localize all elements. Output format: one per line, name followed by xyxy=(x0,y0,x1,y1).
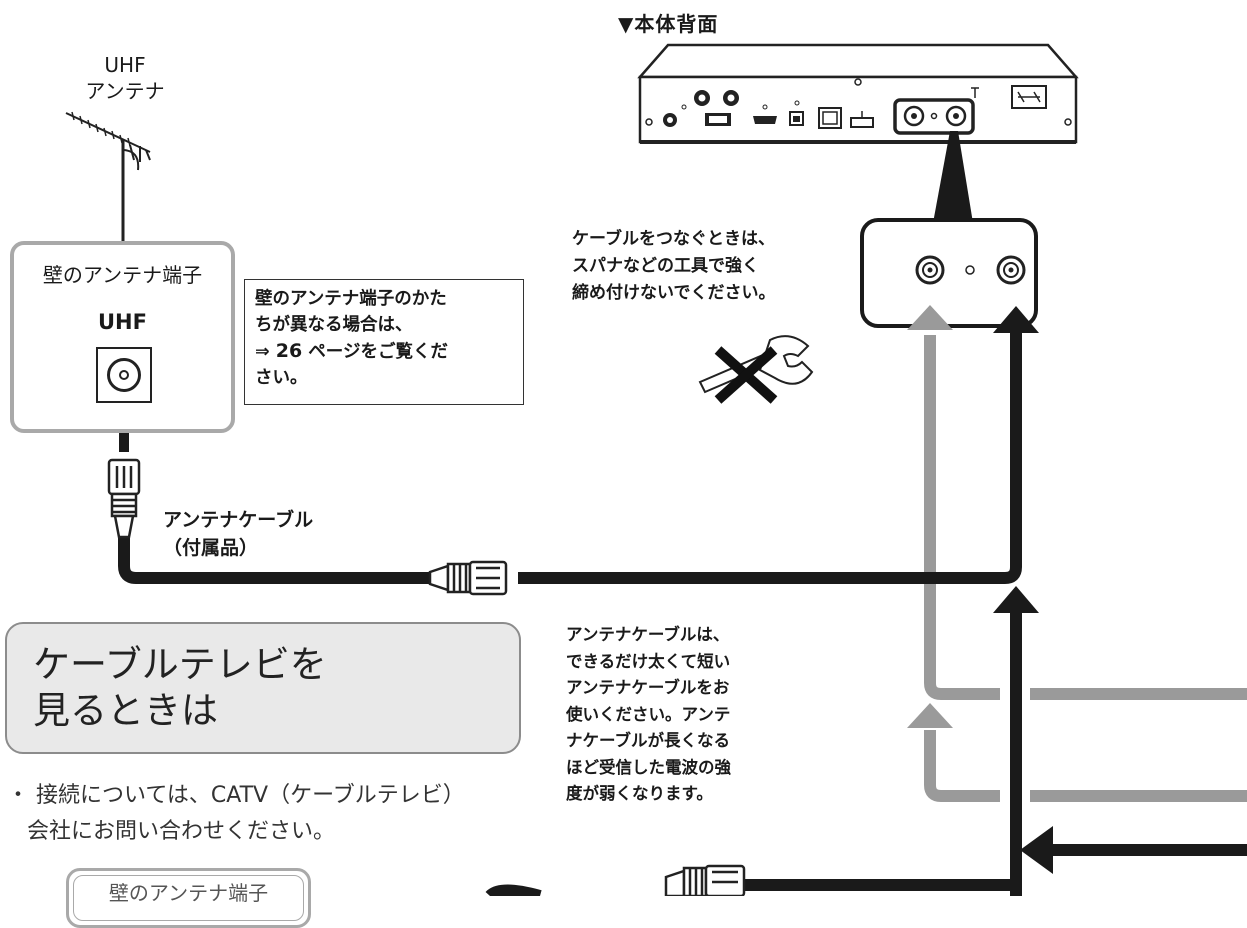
note-ref-text: ページをご覧くだ xyxy=(302,342,448,362)
gray-cable xyxy=(924,335,1247,802)
dark-arrow-up xyxy=(993,586,1039,613)
antenna-cable-label: アンテナケーブル （付属品） xyxy=(163,506,313,562)
catv-bullet: ・ 接続については、CATV（ケーブルテレビ） 会社にお問い合わせください。 xyxy=(7,778,465,850)
antenna-label-line1: UHF xyxy=(104,53,146,77)
warning-line: スパナなどの工具で強く xyxy=(572,256,759,276)
cable-note-line: アンテナケーブルは、 xyxy=(566,625,730,644)
coax-socket-icon xyxy=(96,347,152,403)
note-line-ref: ⇒ 26 ページをご覧くだ xyxy=(255,338,513,365)
wall-terminal-type: UHF xyxy=(98,310,147,334)
dark-arrow-up xyxy=(993,306,1039,333)
coax-plug-icon xyxy=(107,458,141,539)
cable-note-line: ほど受信した電波の強 xyxy=(566,757,731,777)
gray-arrow-up xyxy=(907,305,953,330)
page-number: 26 xyxy=(275,340,303,362)
wall-terminal-box: 壁のアンテナ端子 UHF xyxy=(10,241,235,433)
catv-title-line1: ケーブルテレビを xyxy=(33,643,327,686)
catv-section-header: ケーブルテレビを 見るときは xyxy=(5,622,521,754)
catv-title: ケーブルテレビを 見るときは xyxy=(33,642,327,734)
cable-note-line: アンテナケーブルをお xyxy=(566,678,730,697)
note-line: 壁のアンテナ端子のかた xyxy=(255,289,447,309)
terminal-shape-note: 壁のアンテナ端子のかた ちが異なる場合は、 ⇒ 26 ページをご覧くだ さい。 xyxy=(244,279,524,405)
cable-note-line: 度が弱くなります。 xyxy=(566,784,713,803)
device-rear-panel-icon xyxy=(637,43,1079,144)
warning-line: 締め付けないでください。 xyxy=(572,283,776,303)
cable-note-line: 使いください。アンテ xyxy=(566,704,731,724)
cable-length-note: アンテナケーブルは、 できるだけ太くて短い アンテナケーブルをお 使いください。… xyxy=(566,622,786,808)
antenna-label: UHF アンテナ xyxy=(60,52,190,104)
warning-line: ケーブルをつなぐときは、 xyxy=(572,229,775,249)
catv-bullet-line2: 会社にお問い合わせください。 xyxy=(27,819,336,844)
catv-bullet-line1: ・ 接続については、CATV（ケーブルテレビ） xyxy=(7,783,465,808)
catv-title-line2: 見るときは xyxy=(33,689,218,732)
note-line: ちが異なる場合は、 xyxy=(255,315,413,335)
cable-label-line1: アンテナケーブル xyxy=(163,509,314,531)
rear-panel-title: ▼本体背面 xyxy=(618,12,719,36)
wall-terminal-title: 壁のアンテナ端子 xyxy=(42,263,203,287)
wrench-warning: ケーブルをつなぐときは、 スパナなどの工具で強く 締め付けないでください。 xyxy=(572,226,822,307)
cable-note-line: できるだけ太くて短い xyxy=(566,651,731,671)
cable-note-line: ナケーブルが長くなる xyxy=(566,731,731,750)
coax-plug-icon xyxy=(428,560,508,596)
cable-label-line2: （付属品） xyxy=(163,537,259,559)
wall-terminal-title-2: 壁のアンテナ端子 xyxy=(108,881,269,905)
wall-terminal-box-2: 壁のアンテナ端子 xyxy=(66,868,311,928)
callout-pointer xyxy=(933,131,973,223)
wrench-prohibited-icon xyxy=(698,335,814,404)
note-line: さい。 xyxy=(255,368,308,388)
arrow-ref: ⇒ xyxy=(255,342,276,362)
dark-arrow-left xyxy=(1020,826,1053,874)
coax-socket-icon xyxy=(915,255,1026,285)
antenna-label-line2: アンテナ xyxy=(85,79,165,103)
coax-plug-icon xyxy=(664,864,746,896)
gray-arrow-up xyxy=(907,703,953,728)
uhf-antenna-icon xyxy=(65,111,151,244)
connection-diagram xyxy=(65,43,1247,896)
